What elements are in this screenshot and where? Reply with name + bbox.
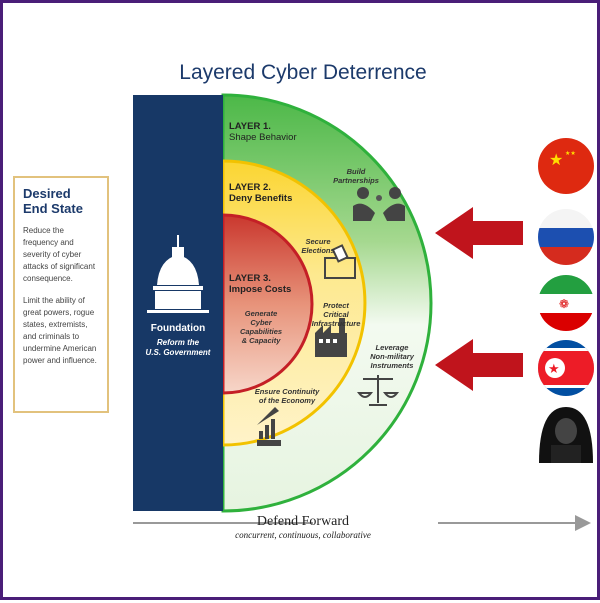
russia-flag: [538, 209, 594, 265]
layer1-label: LAYER 1.Shape Behavior: [229, 121, 297, 143]
arrow-nk: [435, 339, 523, 391]
foundation-title: Foundation: [150, 323, 206, 334]
svg-text:❁: ❁: [559, 297, 569, 311]
page-title: Layered Cyber Deterrence: [179, 61, 427, 84]
defend-forward-title: Defend Forward: [256, 514, 350, 529]
china-flag: ★★★: [538, 138, 594, 194]
deterrence-diagram: ★★★ ❁ ★: [133, 93, 594, 531]
layer3-ring: [221, 213, 314, 395]
defend-forward-subtitle: concurrent, continuous, collaborative: [235, 530, 371, 540]
heading-line1: Desired: [23, 186, 71, 201]
factory-icon: [315, 318, 347, 357]
layer3-label: LAYER 3.Impose Costs: [229, 273, 292, 295]
north-korea-flag: ★: [538, 340, 594, 396]
defend-forward-arrowhead: [575, 515, 591, 531]
partnership-icon: [353, 187, 405, 221]
svg-text:★: ★: [549, 152, 563, 169]
scales-icon: [356, 375, 400, 406]
ballot-box-icon: [324, 244, 356, 279]
svg-text:★★: ★★: [565, 150, 576, 157]
iran-flag: ❁: [538, 275, 594, 331]
end-state-para2: Limit the ability of great powers, rogue…: [23, 296, 97, 365]
svg-text:★: ★: [548, 361, 560, 376]
hacker-icon: [539, 407, 593, 463]
heading-line2: End State: [23, 201, 83, 216]
end-state-para1: Reduce the frequency and severity of cyb…: [23, 226, 96, 283]
arrow-china: [435, 207, 523, 259]
layer2-label: LAYER 2.Deny Benefits: [229, 182, 293, 204]
defend-forward: Defend Forward concurrent, continuous, c…: [3, 514, 600, 540]
capitol-icon: [147, 235, 209, 313]
economy-icon: [257, 407, 281, 446]
